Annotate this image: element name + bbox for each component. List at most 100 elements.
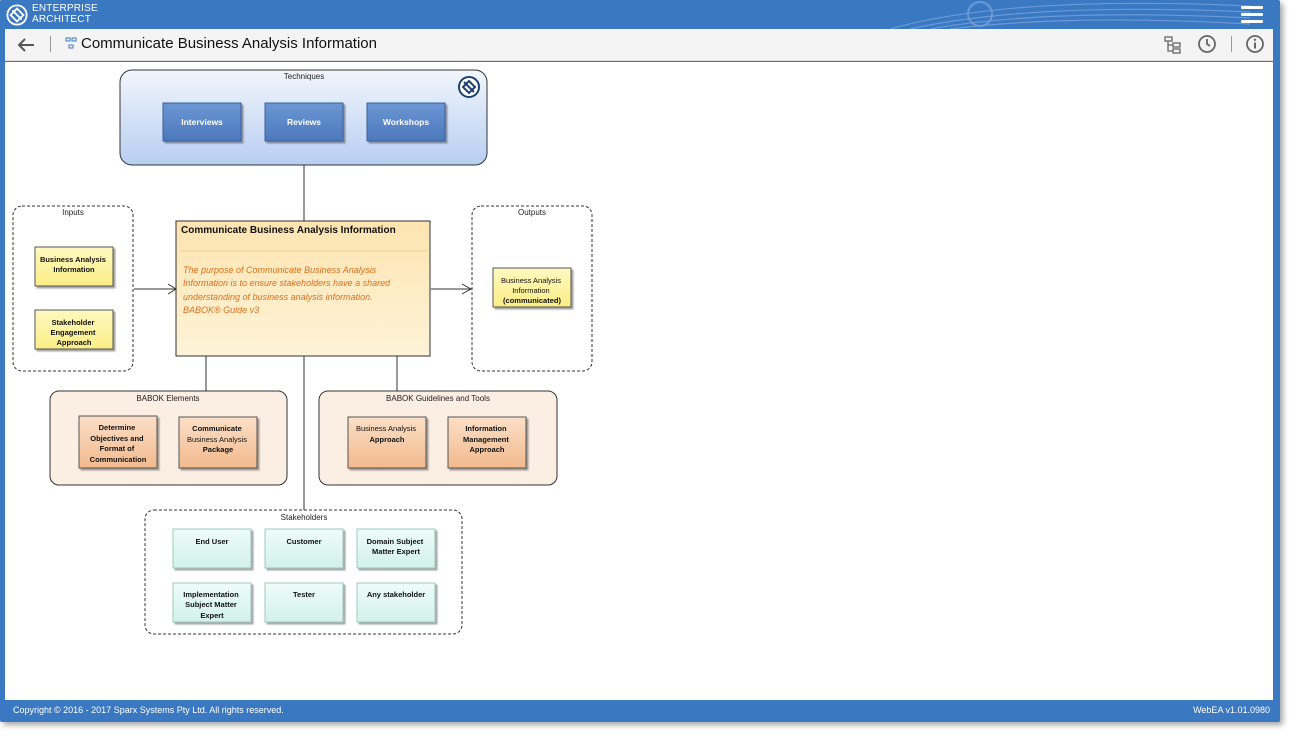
stakeholders-label: Stakeholders (281, 513, 328, 522)
back-arrow-icon[interactable] (15, 35, 37, 55)
stakeholder-implementation-sme[interactable]: Implementation Subject Matter Expert (172, 582, 252, 623)
technique-interviews[interactable]: Interviews (162, 102, 242, 142)
task-description-line: The purpose of Communicate Business Anal… (183, 265, 377, 275)
stakeholder-label-line: Expert (200, 611, 224, 620)
technique-logo-icon (458, 76, 480, 98)
svg-text:Customer: Customer (286, 537, 321, 546)
element-label-line: Format of (100, 444, 135, 453)
info-icon[interactable] (1245, 34, 1265, 54)
task-description: The purpose of Communicate Business Anal… (183, 265, 393, 315)
element-label-line: Determine (99, 423, 136, 432)
stakeholder-any[interactable]: Any stakeholder (356, 582, 436, 623)
diagram-canvas: Techniques Interviews Reviews Workshops (5, 62, 1273, 700)
guideline-label-line: Approach (469, 445, 504, 454)
logo-text: ENTERPRISE ARCHITECT (32, 3, 98, 25)
stakeholder-label-line: Customer (286, 537, 321, 546)
input-business-analysis-information[interactable]: Business Analysis Information (34, 246, 114, 287)
browser-tree-icon[interactable] (1163, 35, 1183, 55)
guideline-label-line: Information (465, 424, 507, 433)
inputs-label: Inputs (62, 208, 84, 217)
stakeholders-group[interactable]: Stakeholders End User Customer Domain Su… (144, 509, 463, 635)
stakeholder-label-line: Any stakeholder (367, 590, 425, 599)
technique-workshops[interactable]: Workshops (366, 102, 446, 142)
svg-text:Determine Objectiv: Determine Objectives and Format of Commu… (90, 423, 147, 464)
svg-text:Implementation Sub: Implementation Subject Matter Expert (183, 590, 241, 620)
stakeholder-customer[interactable]: Customer (264, 528, 344, 569)
technique-interviews-label: Interviews (181, 117, 223, 127)
technique-workshops-label: Workshops (383, 117, 429, 127)
separator (1231, 36, 1232, 52)
guideline-information-management-approach[interactable]: Information Management Approach (447, 416, 527, 469)
copyright-text: Copyright © 2016 - 2017 Sparx Systems Pt… (13, 705, 284, 715)
stakeholder-label-line: Matter Expert (372, 547, 420, 556)
input-stakeholder-engagement-approach[interactable]: Stakeholder Engagement Approach (34, 309, 114, 350)
top-bar: ENTERPRISE ARCHITECT (0, 0, 1280, 29)
svg-text:Business Analysis: Business Analysis Approach (356, 424, 418, 444)
version-text: WebEA v1.01.0980 (1193, 705, 1270, 715)
output-business-analysis-information-communicated[interactable]: Business Analysis Information (communica… (492, 267, 572, 308)
babok-guidelines-label: BABOK Guidelines and Tools (386, 394, 490, 403)
input-label-line: Information (53, 265, 95, 274)
guideline-label-line: Management (463, 435, 509, 444)
diagram-svg: Techniques Interviews Reviews Workshops (12, 69, 593, 635)
stakeholder-label-line: Tester (293, 590, 315, 599)
element-label-line: Objectives and (90, 434, 144, 443)
technique-reviews-label: Reviews (287, 117, 321, 127)
footer: Copyright © 2016 - 2017 Sparx Systems Pt… (0, 700, 1280, 722)
input-label-line: Approach (56, 338, 91, 347)
outputs-label: Outputs (518, 208, 546, 217)
page-title: Communicate Business Analysis Informatio… (81, 35, 377, 52)
output-label-line: Business Analysis (501, 276, 561, 285)
svg-text:Tester: Tester (293, 590, 315, 599)
svg-text:Stakeholder Engage: Stakeholder Engagement Approach (50, 318, 97, 347)
stakeholder-end-user[interactable]: End User (172, 528, 252, 569)
stakeholder-label-line: Implementation (183, 590, 239, 599)
element-communicate-package[interactable]: Communicate Business Analysis Package (178, 416, 258, 469)
svg-text:Communicate Busine: Communicate Business Analysis Package (187, 424, 249, 454)
stakeholder-domain-sme[interactable]: Domain Subject Matter Expert (356, 528, 436, 569)
task-communicate-business-analysis-information[interactable]: Communicate Business Analysis Informatio… (175, 220, 431, 357)
enterprise-architect-logo-icon (6, 4, 28, 26)
inputs-group[interactable]: Inputs Business Analysis Information Sta… (12, 205, 134, 372)
recent-history-clock-icon[interactable] (1197, 34, 1217, 54)
element-label-line: Package (203, 445, 233, 454)
techniques-label: Techniques (284, 72, 324, 81)
header-swirl-decoration (890, 1, 1250, 29)
output-label-line: (communicated) (503, 296, 561, 305)
outputs-group[interactable]: Outputs Business Analysis Information (c… (471, 205, 593, 372)
title-bar: Communicate Business Analysis Informatio… (5, 29, 1273, 61)
svg-text:Business Analysis: Business Analysis Information (communica… (501, 276, 563, 305)
element-label-line: Business Analysis (187, 435, 247, 444)
task-title: Communicate Business Analysis Informatio… (181, 225, 396, 236)
element-determine-objectives[interactable]: Determine Objectives and Format of Commu… (78, 415, 158, 469)
babok-guidelines-group[interactable]: BABOK Guidelines and Tools Business Anal… (318, 390, 558, 486)
diagram-icon (65, 37, 77, 49)
svg-text:Any stakeholder: Any stakeholder (367, 590, 425, 599)
svg-text:Business Analysis: Business Analysis Information (40, 255, 108, 274)
techniques-group[interactable]: Techniques Interviews Reviews Workshops (119, 69, 488, 166)
task-description-line: understanding of business analysis infor… (183, 292, 373, 302)
babok-elements-label: BABOK Elements (136, 394, 199, 403)
stakeholder-label-line: End User (196, 537, 229, 546)
svg-text:Information Manage: Information Management Approach (463, 424, 511, 454)
task-description-line: BABOK® Guide v3 (183, 305, 259, 315)
logo-line-1: ENTERPRISE (32, 3, 98, 14)
guideline-label-line: Approach (369, 435, 404, 444)
element-label-line: Communication (90, 455, 147, 464)
guideline-business-analysis-approach[interactable]: Business Analysis Approach (347, 416, 427, 469)
input-label-line: Engagement (50, 328, 96, 337)
separator (50, 36, 51, 52)
logo-line-2: ARCHITECT (32, 14, 92, 25)
technique-reviews[interactable]: Reviews (264, 102, 344, 142)
svg-text:Domain Subject Mat: Domain Subject Matter Expert (367, 537, 426, 556)
stakeholder-label-line: Domain Subject (367, 537, 424, 546)
svg-text:End User: End User (196, 537, 229, 546)
guideline-label-line: Business Analysis (356, 424, 416, 433)
task-description-line: Information is to ensure stakeholders ha… (183, 278, 391, 288)
babok-elements-group[interactable]: BABOK Elements Determine Objectives and … (49, 390, 288, 486)
input-label-line: Stakeholder (51, 318, 94, 327)
stakeholder-tester[interactable]: Tester (264, 582, 344, 623)
hamburger-menu-icon[interactable] (1241, 6, 1263, 24)
element-label-line: Communicate (192, 424, 242, 433)
app-window: ENTERPRISE ARCHITECT Communicate Busines… (0, 0, 1280, 722)
